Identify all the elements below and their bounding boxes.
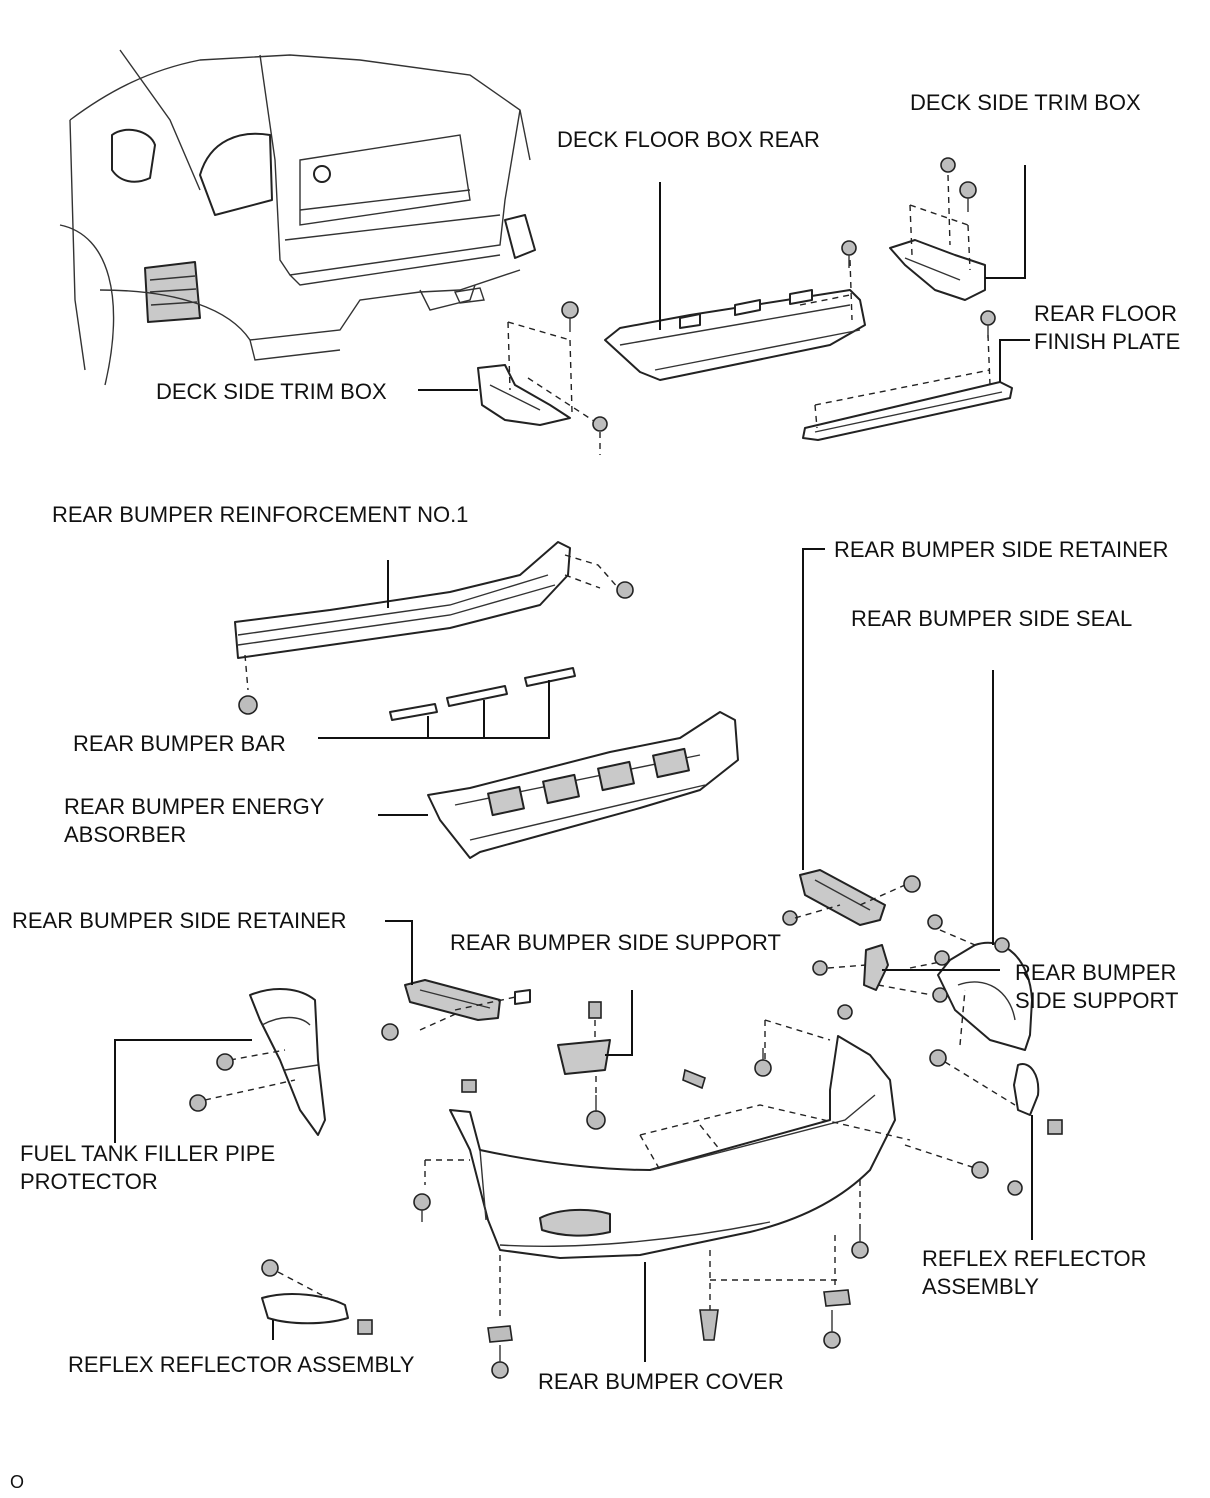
label-reflex-reflector-right-line1: REFLEX REFLECTOR — [922, 1246, 1147, 1271]
rear-bumper-side-retainer-left-part — [381, 979, 531, 1041]
label-rear-bumper-side-seal: REAR BUMPER SIDE SEAL — [851, 606, 1132, 631]
rear-bumper-bar-part — [389, 667, 576, 721]
label-fuel-tank-protector-line1: FUEL TANK FILLER PIPE — [20, 1141, 275, 1166]
deck-side-trim-box-right-part — [889, 157, 986, 301]
label-rear-bumper-reinforcement: REAR BUMPER REINFORCEMENT NO.1 — [52, 502, 468, 527]
figure-code: O — [10, 1472, 24, 1492]
bumper-cover-fasteners — [413, 1004, 869, 1379]
leader-lines — [114, 165, 1033, 1362]
vehicle-rear-body — [59, 49, 536, 386]
rear-bumper-side-retainer-right-part — [782, 869, 921, 926]
label-rear-bumper-side-support-center: REAR BUMPER SIDE SUPPORT — [450, 930, 781, 955]
deck-floor-box-rear-part — [604, 240, 866, 381]
rear-bumper-energy-absorber-part — [427, 711, 739, 859]
label-rear-bumper-side-retainer-left: REAR BUMPER SIDE RETAINER — [12, 908, 347, 933]
rear-bumper-reinforcement-part — [234, 541, 634, 715]
rear-bumper-side-support-center-part — [557, 1001, 611, 1130]
label-deck-side-trim-box-left: DECK SIDE TRIM BOX — [156, 379, 387, 404]
label-energy-absorber-line1: REAR BUMPER ENERGY — [64, 794, 325, 819]
label-rear-floor-finish-plate-line1: REAR FLOOR — [1034, 301, 1177, 326]
label-rear-bumper-side-support-right-line1: REAR BUMPER — [1015, 960, 1176, 985]
rear-bumper-side-seal-part — [909, 914, 1033, 1051]
reflex-reflector-right-part — [904, 1049, 1063, 1196]
label-energy-absorber-line2: ABSORBER — [64, 822, 186, 847]
label-rear-bumper-cover: REAR BUMPER COVER — [538, 1369, 784, 1394]
rear-bumper-cover-part — [424, 1019, 911, 1320]
label-rear-bumper-side-support-right-line2: SIDE SUPPORT — [1015, 988, 1178, 1013]
label-reflex-reflector-right-line2: ASSEMBLY — [922, 1274, 1039, 1299]
deck-side-trim-box-left-part — [477, 301, 608, 455]
label-rear-floor-finish-plate-line2: FINISH PLATE — [1034, 329, 1180, 354]
label-reflex-reflector-left: REFLEX REFLECTOR ASSEMBLY — [68, 1352, 415, 1377]
label-rear-bumper-bar: REAR BUMPER BAR — [73, 731, 286, 756]
label-fuel-tank-protector-line2: PROTECTOR — [20, 1169, 158, 1194]
fuel-tank-protector-part — [189, 988, 326, 1136]
label-deck-floor-box-rear: DECK FLOOR BOX REAR — [557, 127, 820, 152]
rear-bumper-side-support-right-part — [812, 944, 948, 1003]
label-rear-bumper-side-retainer-right: REAR BUMPER SIDE RETAINER — [834, 537, 1169, 562]
label-deck-side-trim-box-right: DECK SIDE TRIM BOX — [910, 90, 1141, 115]
reflex-reflector-left-part — [261, 1259, 373, 1335]
